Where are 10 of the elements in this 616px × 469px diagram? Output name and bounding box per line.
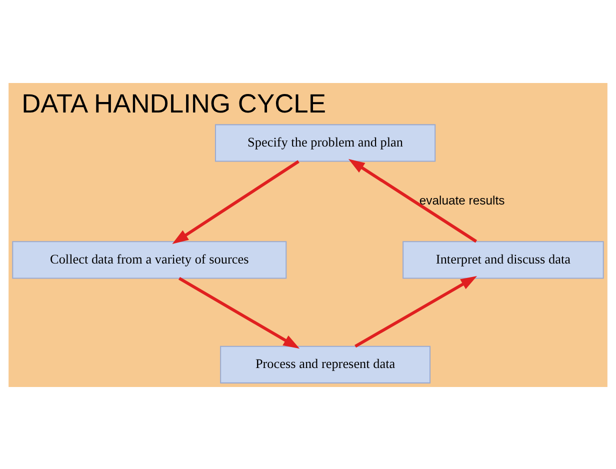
node-box: Process and represent data [220,345,431,383]
node-box: Collect data from a variety of sources [12,240,287,278]
arrow [172,160,300,244]
node-box: Interpret and discuss data [402,240,604,278]
arrow [354,276,478,348]
diagram-title: DATA HANDLING CYCLE [22,88,326,118]
edge-label: evaluate results [419,193,505,208]
arrow [348,158,478,242]
arrow [178,276,300,348]
node-box: Specify the problem and plan [214,124,436,162]
